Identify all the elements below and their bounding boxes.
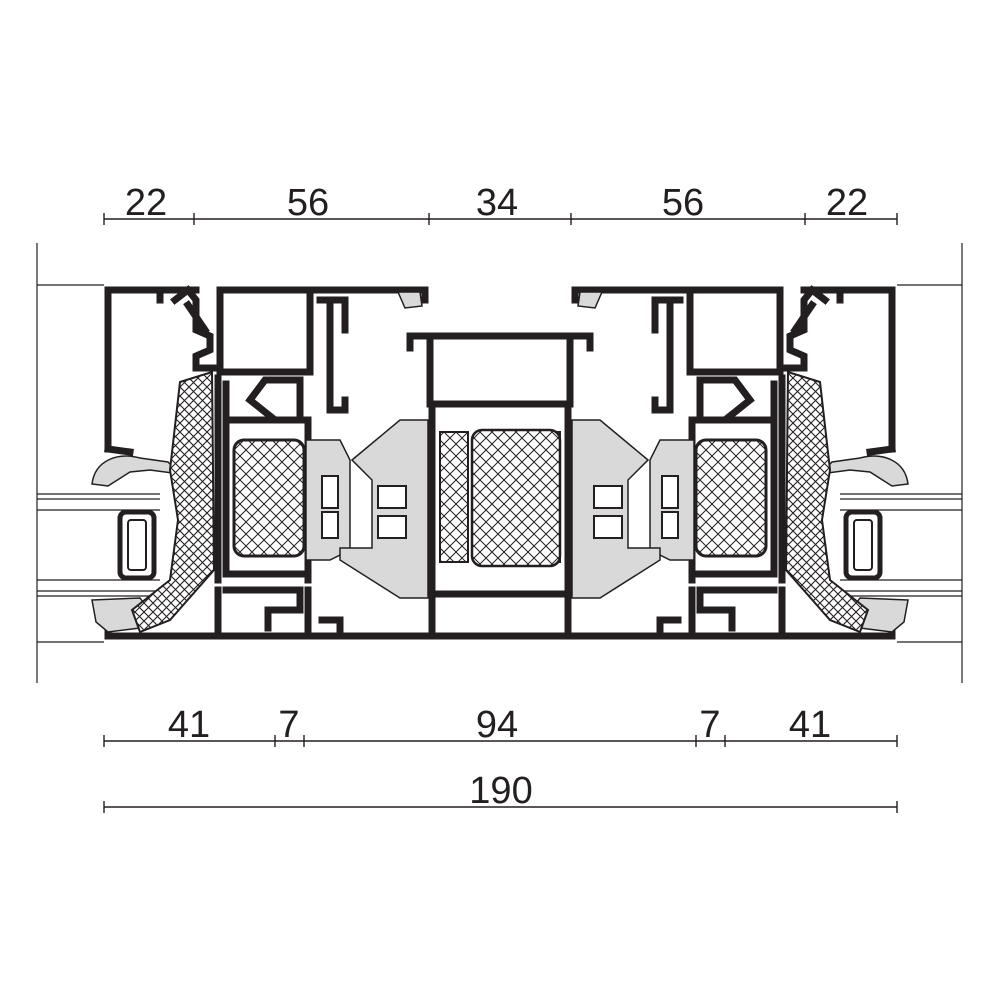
bottom-dim-label-5: 41 [789,704,831,746]
central-interlock [406,332,594,640]
bottom-dim-label-3: 94 [476,704,518,746]
bottom-dim-label-2: 7 [278,704,299,746]
frame-left-half [91,285,434,640]
overall-dimension: 190 [103,770,898,813]
glazing-left [37,493,160,597]
frame-right-half [570,290,908,636]
top-dim-label-5: 22 [826,182,868,224]
overall-dim-label: 190 [469,770,532,812]
top-dim-label-4: 56 [662,182,704,224]
wall-outline [36,243,963,683]
bottom-dimension-chain: 41 7 94 7 41 [103,704,898,747]
top-dim-label-2: 56 [287,182,329,224]
top-dim-label-3: 34 [476,182,518,224]
glazing-right [840,493,962,597]
top-dim-label-1: 22 [125,182,167,224]
bottom-dim-label-4: 7 [699,704,720,746]
bottom-dim-label-1: 41 [168,704,210,746]
top-dimension-chain: 22 56 34 56 22 [103,182,898,225]
